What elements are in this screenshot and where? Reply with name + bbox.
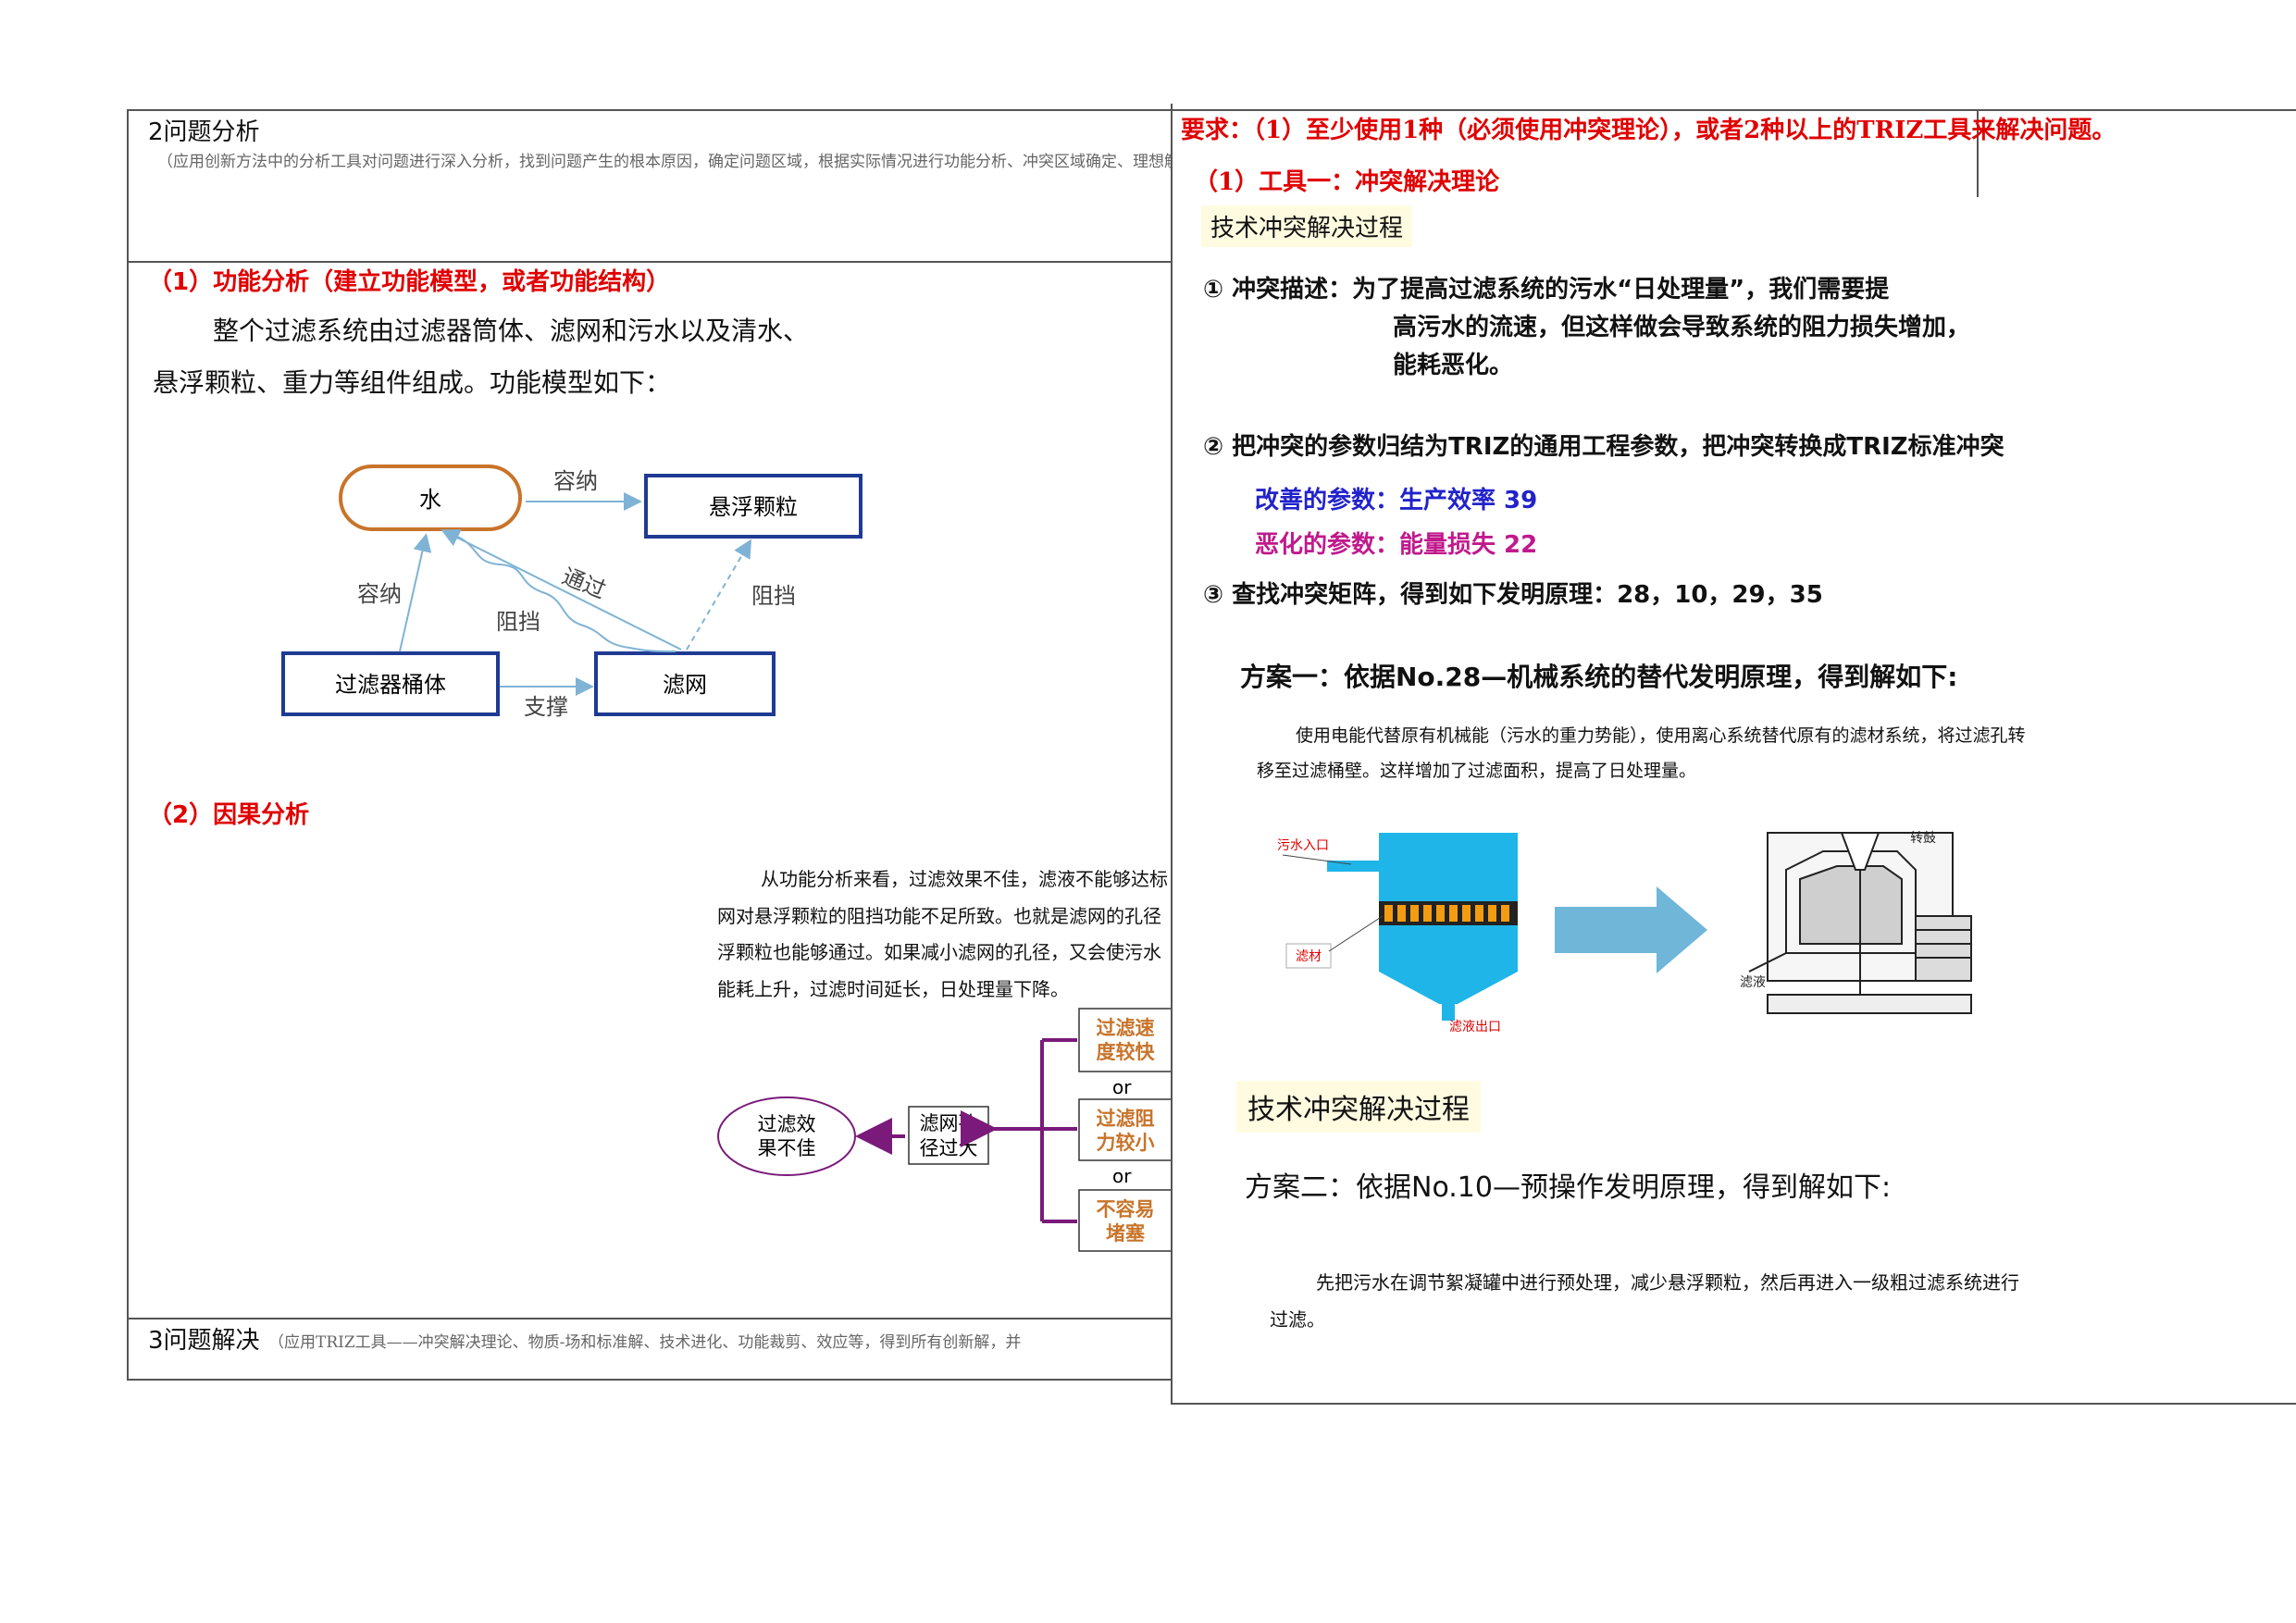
scheme2-line-1: 先把污水在调节絮凝罐中进行预处理，减少悬浮颗粒，然后再进入一级粗过滤系统进行	[1316, 1271, 2019, 1294]
node-particles-label: 悬浮颗粒	[709, 494, 798, 520]
function-analysis-para-2: 悬浮颗粒、重力等组件组成。功能模型如下：	[153, 367, 672, 398]
requirement-box-right-border	[1977, 109, 1979, 197]
scheme2-line-2: 过滤。	[1270, 1308, 1325, 1331]
node-mesh	[594, 651, 776, 716]
option-3-line-1: 不容易	[1097, 1198, 1155, 1220]
step1-line-2: 高污水的流速，但这样做会导致系统的阻力损失增加，	[1393, 314, 1971, 341]
cause-para-1: 从功能分析来看，过滤效果不佳，滤液不能够达标	[761, 868, 1168, 890]
option-2-line-2: 力较小	[1097, 1132, 1155, 1154]
scheme1-figure: 污水入口 滤材 滤液出口 转鼓 滤液	[1277, 831, 1972, 1035]
filter-tank-cone	[1379, 972, 1518, 1004]
left-border	[127, 109, 129, 1381]
node-mesh-label: 滤网	[663, 672, 707, 698]
node-housing-label: 过滤器桶体	[335, 672, 446, 698]
right-panel	[1171, 104, 2296, 1405]
requirement-text: 要求：（1）至少使用1种（必须使用冲突理论），或者2种以上的TRIZ工具来解决问…	[1181, 117, 2116, 144]
improve-param: 改善的参数：生产效率 39	[1255, 487, 1538, 514]
cause-label-1: 滤网孔	[920, 1112, 978, 1134]
cause-para-2: 网对悬浮颗粒的阻挡功能不足所致。也就是滤网的孔径	[717, 905, 1161, 927]
section2-title: 2问题分析	[148, 118, 260, 146]
edge-label-contain-top: 容纳	[553, 468, 598, 494]
worsen-param: 恶化的参数：能量损失 22	[1255, 531, 1538, 559]
fig-media-label: 滤材	[1296, 949, 1322, 964]
function-analysis-heading: （1）功能分析（建立功能模型，或者功能结构）	[148, 268, 671, 296]
fig-media-leader	[1328, 915, 1384, 952]
section3-top-border	[127, 1318, 1173, 1319]
fig-inlet-leader	[1282, 854, 1352, 865]
edge-label-block-mid: 阻挡	[496, 609, 540, 635]
left-bottom-border	[127, 1379, 1173, 1381]
option-box-3	[1078, 1189, 1173, 1252]
step3-text: ③ 查找冲突矩阵，得到如下发明原理：28，10，29，35	[1203, 581, 1823, 609]
edge-label-pass: 通过	[558, 564, 609, 604]
node-water-label: 水	[419, 487, 441, 513]
filter-media-band	[1379, 901, 1518, 925]
fig-outlet-label: 滤液出口	[1449, 1020, 1501, 1035]
node-particles	[644, 474, 863, 539]
option-2-line-1: 过滤阻	[1097, 1108, 1155, 1130]
scheme1-line-1: 使用电能代替原有机械能（污水的重力势能），使用离心系统替代原有的滤材系统，将过滤…	[1296, 725, 2026, 746]
edge-pass	[441, 529, 682, 650]
or-label-2: or	[1112, 1165, 1132, 1187]
step1-line-1: ① 冲突描述：为了提高过滤系统的污水“日处理量”，我们需要提	[1203, 276, 1890, 304]
cause-analysis-heading: （2）因果分析	[148, 801, 310, 829]
left-top-border	[127, 109, 1173, 111]
filter-tank-outlet	[1442, 1004, 1455, 1021]
option-1-line-1: 过滤速	[1097, 1017, 1155, 1039]
step1-line-3: 能耗恶化。	[1393, 352, 1514, 379]
edge-label-contain-left: 容纳	[357, 581, 402, 607]
scheme2-title: 方案二：依据No.10—预操作发明原理，得到解如下:	[1245, 1171, 1892, 1204]
fig-inlet-label: 污水入口	[1277, 838, 1329, 853]
section3-title: 3问题解决	[148, 1327, 260, 1355]
fig-drum-label: 转鼓	[1910, 831, 1936, 846]
cause-para-4: 能耗上升，过滤时间延长，日处理量下降。	[717, 978, 1069, 1000]
edge-block-insufficient	[453, 534, 676, 652]
transform-arrow	[1555, 886, 1707, 973]
scheme1-line-2: 移至过滤桶壁。这样增加了过滤面积，提高了日处理量。	[1257, 761, 1697, 781]
option-box-2	[1078, 1098, 1173, 1161]
centrifuge-drawing	[1748, 832, 1972, 1014]
fig-media-box	[1285, 943, 1332, 969]
effect-label-2: 果不佳	[758, 1137, 816, 1159]
section3-note: （应用TRIZ工具——冲突解决理论、物质-场和标准解、技术进化、功能裁剪、效应等…	[268, 1333, 1022, 1352]
step2-text: ② 把冲突的参数归结为TRIZ的通用工程参数，把冲突转换成TRIZ标准冲突	[1203, 433, 2004, 461]
edge-label-support: 支撑	[524, 694, 568, 720]
or-label-1: or	[1112, 1076, 1132, 1098]
cause-para-3: 浮颗粒也能够通过。如果减小滤网的孔径，又会使污水	[717, 941, 1161, 963]
function-analysis-para-1: 整个过滤系统由过滤器筒体、滤网和污水以及清水、	[213, 316, 810, 346]
option-1-line-2: 度较快	[1097, 1041, 1156, 1063]
effect-label-1: 过滤效	[758, 1113, 816, 1135]
section2-divider	[127, 261, 1173, 263]
scheme1-title: 方案一：依据No.28—机械系统的替代发明原理，得到解如下:	[1240, 662, 1958, 692]
effect-ellipse	[717, 1096, 856, 1176]
edge-label-block-right: 阻挡	[751, 583, 796, 609]
process-title-2: 技术冲突解决过程	[1236, 1081, 1481, 1133]
node-housing	[281, 651, 500, 716]
cause-label-2: 径过大	[920, 1137, 978, 1159]
function-model-diagram: 水 悬浮颗粒 过滤器桶体 滤网 容纳 容纳 通过 阻挡 阻挡 支撑	[281, 465, 863, 720]
edge-contain-left	[399, 533, 432, 652]
fig-filtrate-label: 滤液	[1740, 975, 1766, 990]
tool-one-heading: （1）工具一：冲突解决理论	[1194, 168, 1500, 196]
option-3-line-2: 堵塞	[1106, 1222, 1146, 1245]
process-title-1: 技术冲突解决过程	[1201, 205, 1413, 247]
edge-block-right	[686, 539, 752, 650]
cause-tree-diagram: 过滤效 果不佳 滤网孔 径过大 过滤速 度较快 or 过滤阻 力较小 or 不容…	[717, 1006, 1231, 1256]
node-water	[339, 465, 522, 531]
right-panel-top-border	[1173, 109, 2296, 111]
